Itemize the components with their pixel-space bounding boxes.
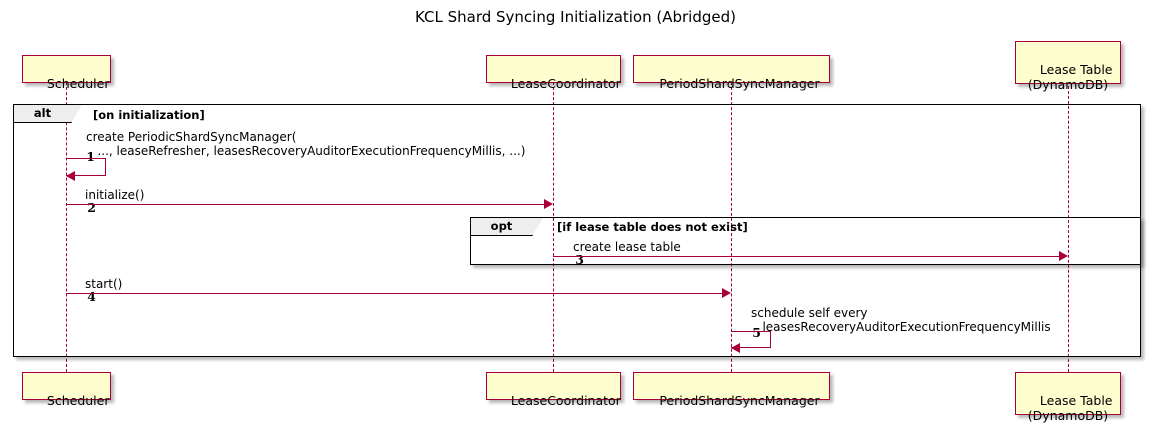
message-4-arrow-line xyxy=(66,293,722,294)
participant-lease-table-top[interactable]: Lease Table (DynamoDB) xyxy=(1015,41,1121,92)
participant-label: LeaseCoordinator xyxy=(510,76,621,91)
fragment-operator-alt: alt xyxy=(14,105,82,123)
participant-lease-coordinator-top[interactable]: LeaseCoordinator xyxy=(486,55,621,91)
lifeline-lease-table xyxy=(1068,86,1069,372)
diagram-title: KCL Shard Syncing Initialization (Abridg… xyxy=(415,8,736,26)
message-3-number: 3 xyxy=(575,252,584,267)
fragment-operator-opt: opt xyxy=(471,218,543,236)
message-5-arrow-head xyxy=(731,343,740,353)
message-1-label: create PeriodicShardSyncManager( ..., le… xyxy=(86,130,526,158)
message-3-arrow-head xyxy=(1059,251,1068,261)
fragment-guard-alt: [on initialization] xyxy=(93,108,205,122)
message-2-arrow-line xyxy=(66,204,544,205)
lifeline-scheduler xyxy=(66,82,67,372)
message-2-arrow-head xyxy=(544,199,553,209)
participant-label: Lease Table (DynamoDB) xyxy=(1027,393,1113,423)
participant-label: Lease Table (DynamoDB) xyxy=(1027,62,1113,92)
message-3-arrow-line xyxy=(553,256,1059,257)
message-1-selfcall-box xyxy=(66,158,106,176)
lifeline-lease-coordinator xyxy=(553,82,554,372)
fragment-operator-label: alt xyxy=(33,106,52,120)
participant-lease-table-bottom[interactable]: Lease Table (DynamoDB) xyxy=(1015,372,1121,423)
message-2-label: initialize() xyxy=(85,188,145,202)
participant-label: LeaseCoordinator xyxy=(510,393,621,408)
fragment-operator-label: opt xyxy=(490,219,513,233)
participant-period-shard-sync-manager-top[interactable]: PeriodShardSyncManager xyxy=(633,55,830,91)
message-4-label: start() xyxy=(85,277,123,291)
message-5-label: schedule self every leasesRecoveryAudito… xyxy=(751,306,1051,334)
participant-scheduler-top[interactable]: Scheduler xyxy=(22,55,111,91)
message-1-number: 1 xyxy=(86,149,95,164)
fragment-guard-opt: [if lease table does not exist] xyxy=(557,220,748,234)
participant-label: PeriodShardSyncManager xyxy=(659,393,820,408)
message-3-label: create lease table xyxy=(573,240,681,254)
message-5-number: 5 xyxy=(752,325,761,340)
participant-label: PeriodShardSyncManager xyxy=(659,76,820,91)
participant-scheduler-bottom[interactable]: Scheduler xyxy=(22,372,111,408)
message-2-number: 2 xyxy=(87,200,96,215)
message-4-number: 4 xyxy=(87,289,96,304)
message-1-arrow-head xyxy=(66,171,75,181)
fragment-opt-lease-table-missing: opt xyxy=(470,217,1141,265)
lifeline-period-shard-sync-manager xyxy=(731,82,732,372)
message-4-arrow-head xyxy=(722,288,731,298)
participant-lease-coordinator-bottom[interactable]: LeaseCoordinator xyxy=(486,372,621,408)
participant-label: Scheduler xyxy=(46,76,110,91)
participant-period-shard-sync-manager-bottom[interactable]: PeriodShardSyncManager xyxy=(633,372,830,408)
message-5-selfcall-box xyxy=(731,331,771,348)
participant-label: Scheduler xyxy=(46,393,110,408)
